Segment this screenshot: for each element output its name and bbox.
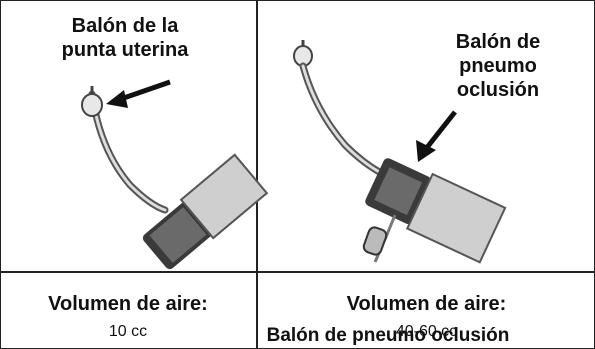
left-volume-label: Volumen de aire: (48, 293, 208, 315)
right-volume-label: Volumen de aire: (346, 293, 507, 315)
uterine-tip-balloon (81, 93, 103, 117)
panel-divider-horizontal (0, 271, 595, 273)
uterine-tip-catheter (81, 79, 269, 270)
arrow-uterine-balloon (106, 90, 128, 108)
callout-line-3: oclusión (456, 79, 540, 101)
pneumo-occlusion-caption: Balón de pneumo oclusión (266, 325, 510, 346)
panel-divider-vertical (256, 0, 258, 349)
arrow-pneumo-balloon (416, 140, 436, 162)
pneumo-occlusion-balloon-label: Balón de pneumo oclusión (428, 30, 568, 102)
callout-line-2: punta uterina (61, 39, 189, 61)
right-volume-value: 40-60 cc (395, 323, 458, 340)
left-volume-value: 10 cc (108, 323, 148, 340)
pneumo-occlusion-catheter (293, 40, 507, 264)
uterine-tip-balloon-label: Balón de la punta uterina (30, 14, 220, 62)
callout-line-1: Balón de la (71, 15, 179, 37)
callout-line-2: pneumo (459, 55, 537, 77)
callout-line-1: Balón de (455, 31, 541, 53)
